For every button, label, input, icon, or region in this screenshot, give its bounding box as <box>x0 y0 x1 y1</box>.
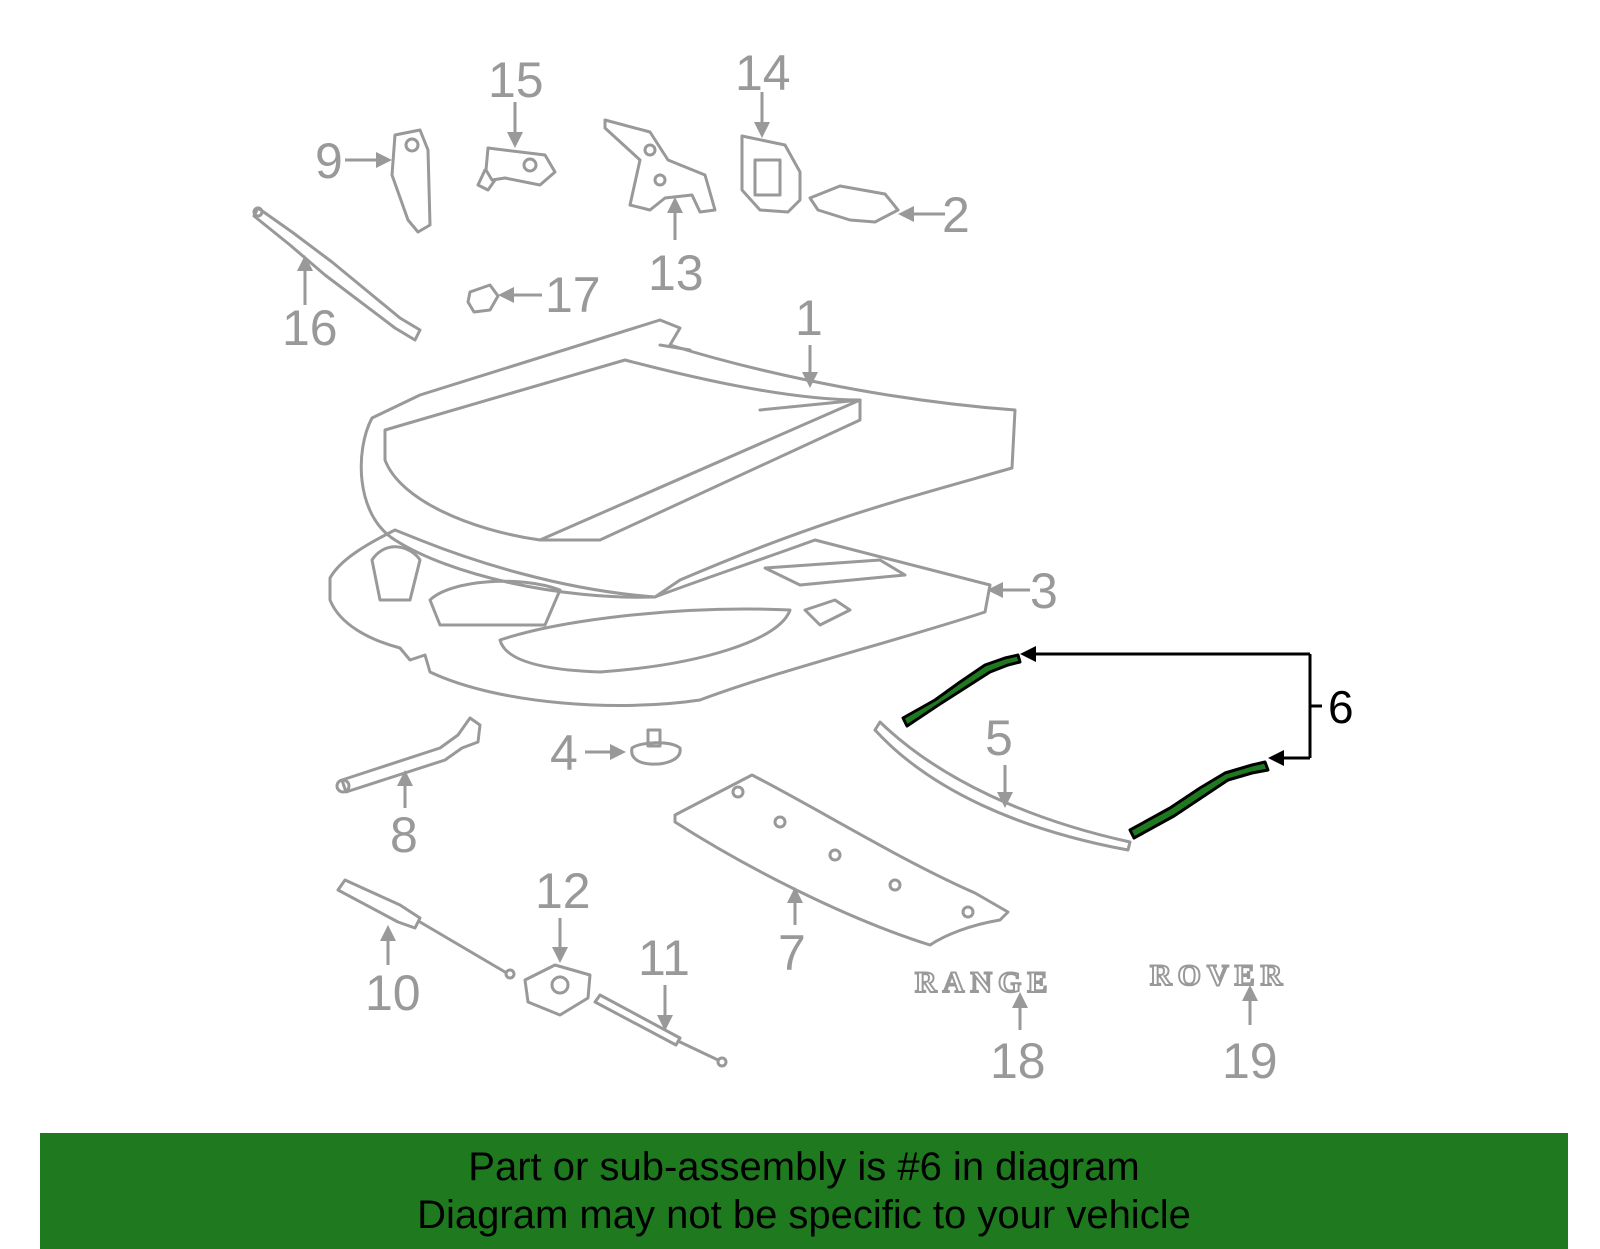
callout-7: 7 <box>778 925 806 981</box>
callout-2: 2 <box>942 187 970 243</box>
callout-11: 11 <box>638 930 690 986</box>
callout-4: 4 <box>550 725 578 781</box>
callout-18: 18 <box>990 1033 1046 1089</box>
caption-banner: Part or sub-assembly is #6 in diagram Di… <box>40 1133 1568 1249</box>
callout-5: 5 <box>985 710 1013 766</box>
callout-6: 6 <box>1328 681 1354 733</box>
callout-1: 1 <box>795 290 823 346</box>
part-11-cable <box>593 985 728 1068</box>
part-14-latch <box>740 92 802 214</box>
part-13-hinge <box>603 118 717 240</box>
part-17-clip <box>466 283 542 314</box>
part-1-hood <box>359 318 1017 599</box>
callout-12: 12 <box>535 863 591 919</box>
part-3-insulator <box>328 528 1030 707</box>
callout-17: 17 <box>545 267 601 323</box>
callout-9: 9 <box>315 133 343 189</box>
emblem-range-text: RANGE <box>915 966 1053 999</box>
part-16-strut <box>252 206 422 342</box>
part-4-bumper <box>585 728 682 766</box>
caption-line-2: Diagram may not be specific to your vehi… <box>417 1193 1191 1237</box>
part-18-emblem: RANGE <box>914 965 1053 1030</box>
callout-14: 14 <box>735 45 791 101</box>
part-2-handle <box>808 184 945 224</box>
part-6-seals <box>901 646 1322 840</box>
callout-10: 10 <box>365 965 421 1021</box>
callout-15: 15 <box>488 52 544 108</box>
callout-3: 3 <box>1030 563 1058 619</box>
callout-8: 8 <box>390 807 418 863</box>
part-8-prop-rod <box>335 716 482 808</box>
part-5-seal <box>873 720 1132 852</box>
emblem-rover-text: ROVER <box>1150 959 1288 992</box>
part-19-emblem: ROVER <box>1149 958 1288 1025</box>
part-12-switch <box>523 918 592 1017</box>
part-7-panel <box>673 773 1010 947</box>
callout-13: 13 <box>648 245 704 301</box>
caption-line-1: Part or sub-assembly is #6 in diagram <box>468 1145 1140 1189</box>
part-10-cable <box>336 878 516 980</box>
callout-16: 16 <box>282 300 338 356</box>
part-9-hinge <box>345 128 432 234</box>
callout-19: 19 <box>1222 1033 1278 1089</box>
part-15-striker <box>476 102 557 192</box>
